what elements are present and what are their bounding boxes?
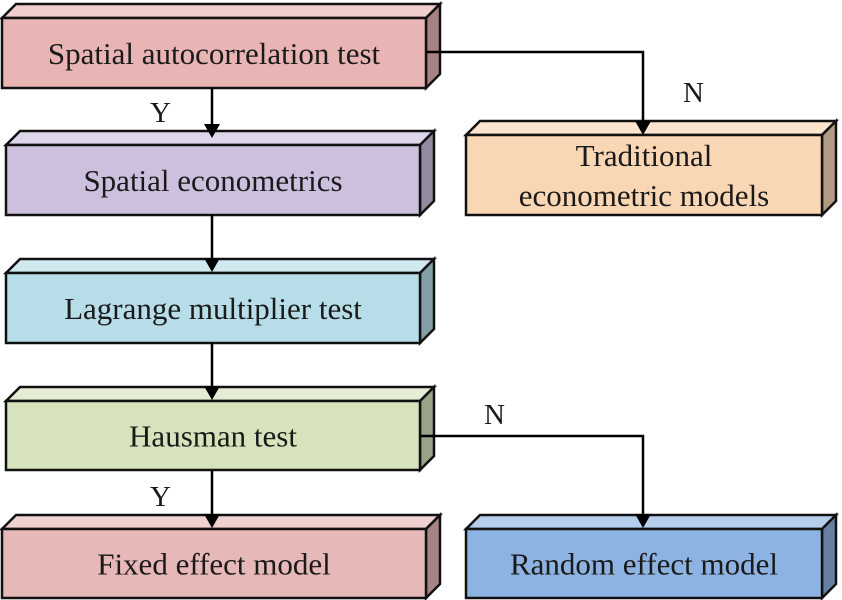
node-lagrange-multiplier-test-side-face — [418, 255, 436, 347]
node-fixed-effect-model-side-face — [424, 511, 442, 600]
node-spatial-autocorrelation-test-label: Spatial autocorrelation test — [48, 36, 381, 71]
node-traditional-econometric-models: Traditional econometric models — [462, 117, 840, 219]
node-traditional-econometric-models-side-face — [820, 117, 838, 219]
node-spatial-autocorrelation-test-front-face — [0, 16, 428, 90]
node-random-effect-model: Random effect model — [462, 511, 840, 600]
node-random-effect-model-front-face — [464, 527, 824, 600]
node-fixed-effect-model: Fixed effect model — [0, 511, 444, 600]
node-random-effect-model-label: Random effect model — [510, 547, 778, 582]
node-fixed-effect-model-label: Fixed effect model — [97, 547, 331, 582]
edge-econometrics-to-lagrange — [204, 215, 220, 272]
edge-label-y-bottom: Y — [150, 481, 171, 513]
node-traditional-econometric-models-top-face — [462, 119, 840, 137]
edge-hausman-to-fixed: Y — [150, 470, 220, 528]
node-spatial-autocorrelation-test-top-face — [0, 2, 444, 20]
node-spatial-econometrics-front-face — [4, 143, 422, 217]
node-hausman-test-side-face — [418, 383, 436, 474]
node-spatial-econometrics-top-face — [2, 129, 438, 147]
node-traditional-econometric-models-label-line-1: Traditional — [576, 138, 713, 173]
node-fixed-effect-model-front-face — [0, 527, 428, 600]
node-lagrange-multiplier-test-label: Lagrange multiplier test — [64, 291, 362, 326]
edge-autocorr-to-traditional: N — [426, 50, 704, 135]
node-random-effect-model-top-face — [462, 513, 840, 531]
node-lagrange-multiplier-test-top-face — [2, 257, 438, 275]
node-hausman-test-label: Hausman test — [129, 419, 297, 454]
node-spatial-econometrics: Spatial econometrics — [2, 127, 438, 219]
node-lagrange-multiplier-test: Lagrange multiplier test — [2, 255, 438, 347]
node-spatial-econometrics-side-face — [418, 127, 436, 219]
node-fixed-effect-model-top-face — [0, 513, 444, 531]
node-traditional-econometric-models-label-line-2: econometric models — [519, 178, 770, 213]
node-spatial-autocorrelation-test-side-face — [424, 0, 442, 92]
node-spatial-autocorrelation-test: Spatial autocorrelation test — [0, 0, 444, 92]
edge-label-n-top: N — [683, 77, 704, 109]
edge-lagrange-to-hausman — [204, 343, 220, 400]
edges-layer: Y N Y N — [150, 50, 704, 528]
node-hausman-test-top-face — [2, 385, 438, 403]
node-random-effect-model-side-face — [820, 511, 838, 600]
edge-autocorr-to-econometrics: Y — [150, 88, 220, 138]
node-traditional-econometric-models-front-face — [464, 133, 824, 217]
edge-label-y-top: Y — [150, 97, 171, 129]
edge-label-n-bottom: N — [484, 399, 505, 431]
edge-hausman-to-random: N — [420, 399, 651, 528]
node-spatial-econometrics-label: Spatial econometrics — [83, 163, 342, 198]
node-hausman-test: Hausman test — [2, 383, 438, 474]
node-lagrange-multiplier-test-front-face — [4, 271, 422, 345]
